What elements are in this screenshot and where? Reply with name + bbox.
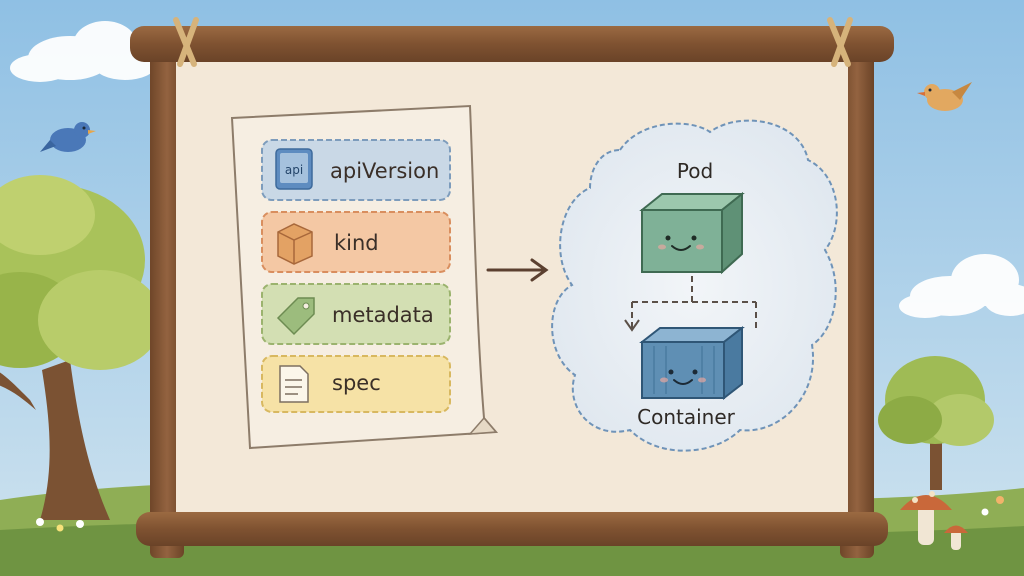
container-label: Container (637, 405, 736, 429)
field-apiVersion: api apiVersion (261, 139, 451, 201)
rope-tie-right (827, 17, 853, 67)
pod-cloud (551, 119, 838, 452)
frame-post-right (840, 40, 874, 558)
sky-cloud-right (899, 254, 1024, 318)
book-icon-text: api (285, 163, 303, 177)
bird-left-icon (40, 122, 96, 152)
field-label-spec: spec (332, 371, 381, 395)
frame-post-left (150, 40, 184, 558)
paper-curl (468, 416, 498, 435)
box-icon (277, 223, 313, 265)
field-kind: kind (261, 211, 451, 273)
frame-beam-bottom (136, 512, 888, 546)
tree-right (878, 356, 994, 490)
rope-tie-left (173, 17, 199, 67)
flowers (36, 496, 1004, 532)
mushroom-icon (900, 491, 968, 550)
field-label-metadata: metadata (332, 303, 434, 327)
tree-left (0, 175, 162, 520)
connector-arrowhead-icon (624, 319, 640, 332)
pod-cube-icon (639, 191, 745, 275)
field-spec: spec (261, 355, 451, 413)
arrow-icon (486, 258, 549, 282)
tag-icon (276, 297, 315, 336)
container-cube-icon (639, 325, 745, 401)
frame-beam-top (130, 26, 894, 62)
field-label-kind: kind (334, 231, 379, 255)
pod-container-connector (631, 276, 757, 330)
document-icon (279, 365, 309, 403)
bird-right-icon (917, 82, 972, 111)
pod-title: Pod (677, 159, 713, 183)
field-label-apiVersion: apiVersion (330, 159, 439, 183)
book-icon: api (275, 148, 313, 190)
field-metadata: metadata (261, 283, 451, 345)
